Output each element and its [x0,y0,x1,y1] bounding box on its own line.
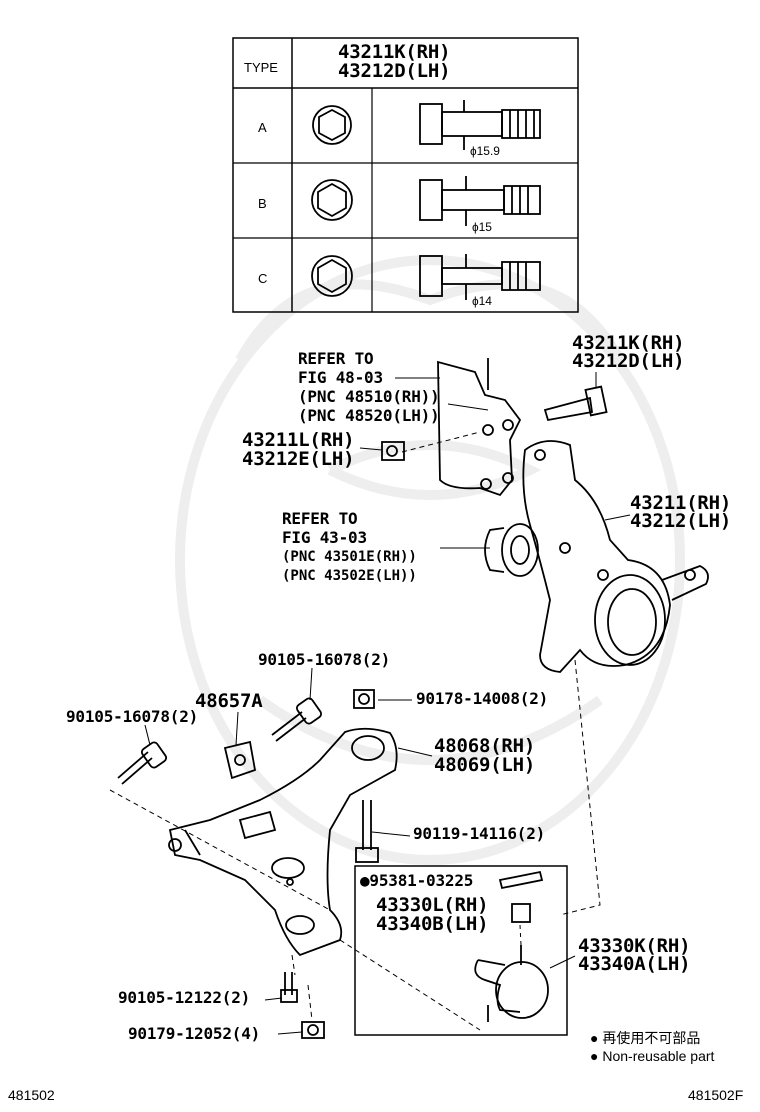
refer-fig43-line1: REFER TO [282,509,358,528]
label-nut-43212e: 43212E(LH) [242,448,355,470]
label-bolt-90105-16078-right: 90105-16078(2) [258,650,391,669]
refer-fig43-line2: FIG 43-03 [282,528,367,547]
label-joint-43340a: 43340A(LH) [578,953,691,975]
label-nut-90179-12052: 90179-12052(4) [128,1024,261,1043]
label-bolt-43212d: 43212D(LH) [572,350,685,372]
label-bolt-90105-12122: 90105-12122(2) [118,988,251,1007]
strut-bracket-outline [437,358,522,497]
label-bracket-48657a: 48657A [195,690,263,712]
label-knuckle-43211: 43211(RH) [630,492,732,514]
bushing-bracket-drawing [223,740,257,780]
steering-knuckle-drawing [522,440,709,673]
refer-fig48-line2: FIG 48-03 [298,368,383,387]
table-row-b-type: B [258,196,267,211]
small-bolts-drawing [117,689,379,1039]
figure-code-left: 481502 [8,1087,55,1103]
label-nut-43330l: 43330L(RH) [376,894,489,916]
table-header-type: TYPE [244,60,278,75]
ball-joint-box [354,865,568,1036]
table-row-c-type: C [258,271,268,286]
leader-lines [109,372,631,1035]
refer-fig43-line4: (PNC 43502E(LH)) [282,568,417,584]
label-knuckle-43212: 43212(LH) [630,510,732,532]
hub-bearing-drawing [484,523,539,577]
label-joint-43330k: 43330K(RH) [578,935,691,957]
knuckle-bolt-drawing [543,385,608,422]
label-nut-43340b: 43340B(LH) [376,913,489,935]
label-bolt-43211k: 43211K(RH) [572,332,685,354]
table-row-a-type: A [258,120,267,135]
table-row-c-diameter: ɸ14 [472,294,492,308]
label-arm-48069: 48069(LH) [434,754,536,776]
lower-arm-drawing [168,727,398,957]
table-row-b-diameter: ɸ15 [472,220,492,234]
label-arm-48068: 48068(RH) [434,735,536,757]
label-bolt-90105-16078-left: 90105-16078(2) [66,707,199,726]
label-bolt-90119-14116: 90119-14116(2) [413,824,546,843]
refer-fig43-line3: (PNC 43501E(RH)) [282,549,417,565]
figure-code-right: 481502F [688,1087,744,1103]
watermark-logo [175,255,685,865]
ball-joint-drawing [474,870,549,1022]
label-pin-95381-03225: ●95381-03225 [360,871,474,890]
label-nut-90178-14008: 90178-14008(2) [416,689,549,708]
bolt-type-table [232,37,579,313]
table-row-a-diameter: ɸ15.9 [470,144,500,158]
label-nut-43211l: 43211L(RH) [242,429,355,451]
table-bolt-drawings [311,100,541,300]
refer-fig48-line1: REFER TO [298,349,374,368]
legend-non-reusable-en: ● Non-reusable part [590,1048,715,1064]
refer-fig48-line3: (PNC 48510(RH)) [298,387,440,406]
legend-non-reusable-jp: ● 再使用不可部品 [590,1030,701,1046]
table-header-part-lh: 43212D(LH) [338,60,451,82]
refer-fig48-line4: (PNC 48520(LH)) [298,406,440,425]
table-header-part-rh: 43211K(RH) [338,41,451,63]
